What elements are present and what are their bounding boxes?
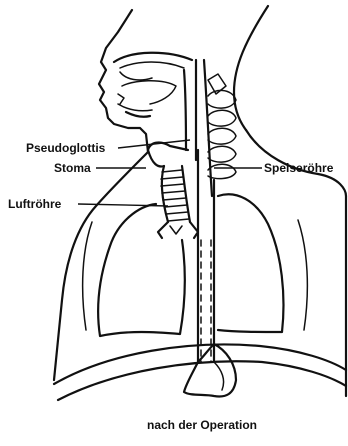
right-lung xyxy=(218,194,283,332)
stoma xyxy=(148,143,188,167)
diaphragm xyxy=(54,345,346,400)
stomach xyxy=(184,344,236,396)
pseudoglottis-leader xyxy=(118,140,190,148)
label-pseudoglottis: Pseudoglottis xyxy=(26,141,106,155)
cervical-spine xyxy=(204,60,236,196)
left-lung xyxy=(98,204,185,336)
label-speiseroehre: Speiseröhre xyxy=(264,161,334,175)
caption: nach der Operation xyxy=(147,418,257,432)
pharynx xyxy=(184,60,196,160)
nasal-oral-cavity xyxy=(114,53,192,117)
label-luftroehre: Luftröhre xyxy=(8,197,62,211)
trachea xyxy=(158,166,198,238)
label-stoma: Stoma xyxy=(54,161,91,175)
